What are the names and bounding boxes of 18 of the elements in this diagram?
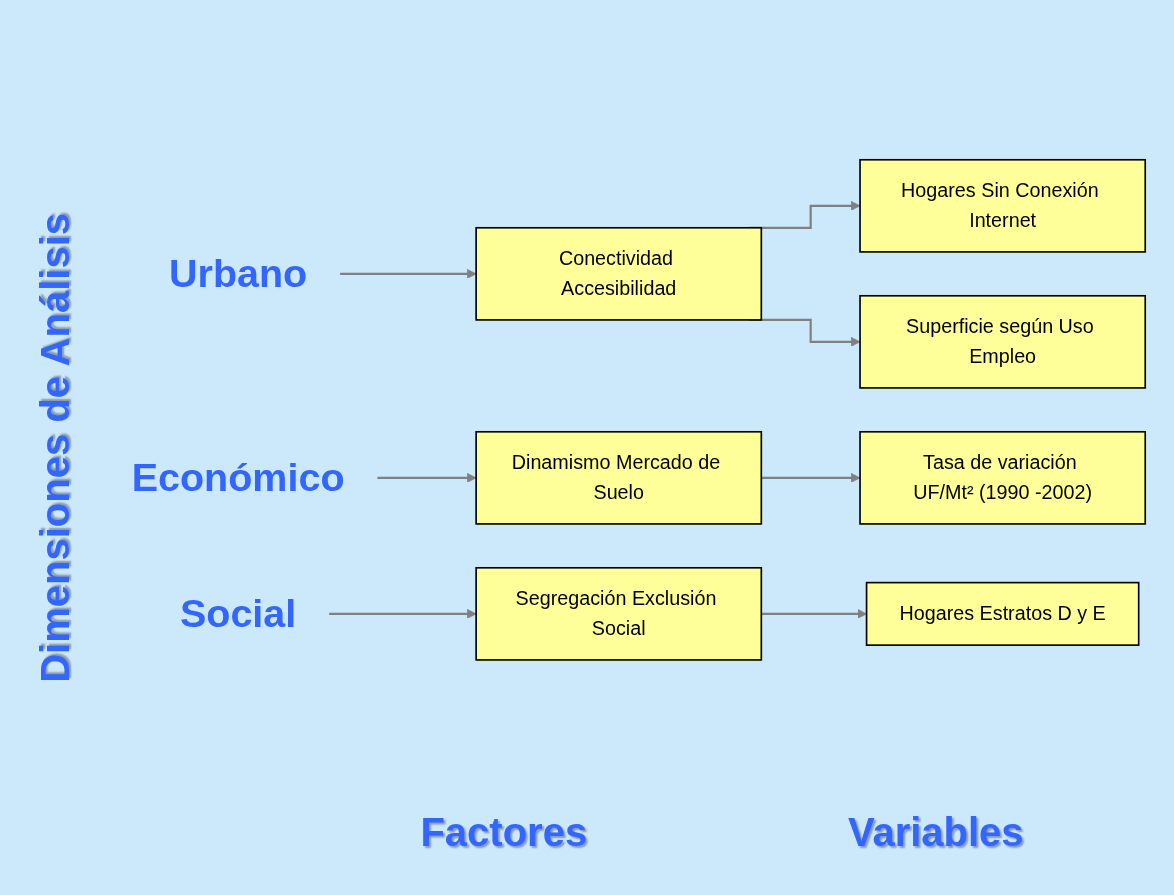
arrow xyxy=(761,473,861,483)
node-box: Dinamismo Mercado de Suelo xyxy=(475,431,763,525)
column-title: Variables xyxy=(847,810,1024,855)
node-box: Hogares Estratos D y E xyxy=(865,581,1140,647)
node-box: Superficie según Uso Empleo xyxy=(859,295,1147,389)
node-text: Social xyxy=(179,590,297,636)
arrow xyxy=(329,609,477,619)
node-box: Segregación Exclusión Social xyxy=(475,567,763,661)
axis-title: Dimensiones de Análisis xyxy=(32,212,78,683)
arrow xyxy=(377,473,477,483)
node-box: Hogares Sin Conexión Internet xyxy=(859,159,1147,253)
arrow xyxy=(340,269,477,279)
node-text: Económico xyxy=(131,454,345,500)
node-box: Tasa de variación UF/Mt² (1990 -2002) xyxy=(859,431,1147,525)
node-text: Urbano xyxy=(169,250,308,296)
node-box: Conectividad Accesibilidad xyxy=(475,227,763,321)
column-title: Factores xyxy=(420,810,588,855)
arrow xyxy=(761,609,867,619)
